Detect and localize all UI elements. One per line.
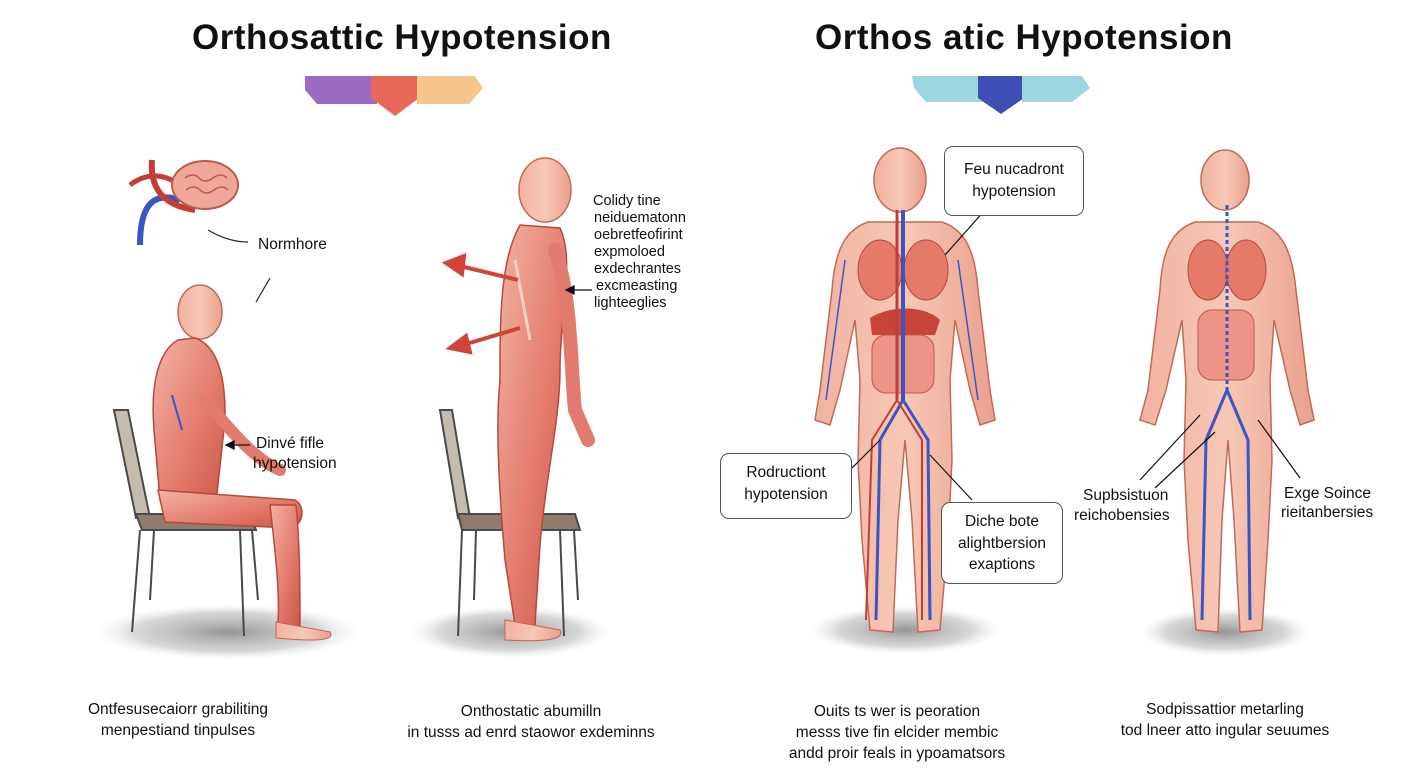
label-dinve-line2: hypotension [253, 455, 337, 472]
floor-shadow-3 [809, 606, 1001, 654]
callout-rodruc: Rodructiont hypotension [720, 453, 852, 519]
label-exge-line2: rieitanbersies [1281, 504, 1374, 521]
right-title: Orthos atic Hypotension [815, 18, 1233, 57]
label-exge-line1: Exge Soince [1284, 485, 1372, 502]
ribbon-segment-lightblue-left [912, 76, 984, 102]
callout-diche: Diche bote alightbersion exaptions [941, 502, 1063, 584]
label-supb-line2: reichobensies [1074, 507, 1170, 524]
label-colidy-2: neiduematonn [594, 210, 686, 226]
right-color-ribbon [912, 76, 1090, 114]
ribbon-segment-navy [978, 76, 1024, 114]
callout-feu-line1: Feu nucadront [964, 161, 1064, 178]
caption-1-line2: menpestiand tinpulses [100, 721, 256, 739]
ribbon-segment-red [371, 76, 419, 116]
label-supb-line1: Supbsistuon [1083, 487, 1169, 504]
callout-diche-line2: alightbersion [958, 534, 1046, 552]
label-colidy-1: Colidy tine [593, 193, 661, 209]
callout-rodruc-line2: hypotension [744, 485, 828, 503]
caption-3-line3: andd proir feals in ypoamatsors [788, 744, 1006, 762]
caption-4-line1: Sodpissattior metarling [1146, 701, 1304, 718]
callout-rodruc-line1: Rodructiont [746, 464, 826, 481]
back-anatomy-figure [1139, 149, 1315, 633]
seated-figure [152, 284, 332, 641]
pointer-lines [849, 209, 1301, 501]
standing-side-figure [497, 157, 595, 642]
ribbon-segment-peach [417, 76, 483, 104]
label-colidy-3: oebretfeofirint [594, 227, 683, 243]
callout-diche-line3: exaptions [968, 556, 1036, 574]
caption-2-line1: Onthostatic abumilln [460, 703, 602, 720]
ribbon-segment-purple [305, 76, 377, 104]
red-arrows [441, 252, 521, 355]
label-colidy-6: excmeasting [596, 278, 678, 294]
caption-2-line2: in tusss ad enrd staowor exdeminns [407, 723, 655, 741]
left-color-ribbon [305, 76, 483, 116]
label-colidy-5: exdechrantes [594, 261, 682, 277]
floor-shadow-4 [1139, 608, 1311, 656]
caption-3-line1: Ouits ts wer is peoration [813, 703, 981, 720]
front-anatomy-figure [814, 147, 996, 633]
caption-4-line2: tod lneer atto ingular seuumes [1120, 721, 1330, 739]
caption-2: Onthostatic abumilln in tusss ad enrd st… [398, 702, 664, 744]
caption-3-line2: messs tive fin elcider membic [795, 723, 999, 741]
label-dinve-line1: Dinvé fifle [256, 435, 325, 452]
left-title: Orthosattic Hypotension [192, 18, 612, 57]
label-colidy-7: lighteeglies [594, 295, 667, 311]
caption-1-line1: Ontfesusecaiorr grabiliting [87, 701, 269, 718]
caption-3: Ouits ts wer is peoration messs tive fin… [772, 702, 1022, 765]
annotation-arrows [224, 284, 592, 451]
caption-4: Sodpissattior metarling tod lneer atto i… [1100, 700, 1350, 742]
callout-diche-line1: Diche bote [964, 513, 1040, 530]
callout-feu-line2: hypotension [972, 182, 1056, 200]
brain-vessel-icon [128, 159, 271, 303]
callout-feu: Feu nucadront hypotension [944, 146, 1084, 216]
ribbon-segment-lightblue-right [1022, 76, 1090, 102]
label-normhore: Normhore [258, 236, 327, 253]
caption-1: Ontfesusecaiorr grabiliting menpestiand … [68, 700, 288, 742]
label-colidy-4: expmoloed [594, 244, 665, 260]
